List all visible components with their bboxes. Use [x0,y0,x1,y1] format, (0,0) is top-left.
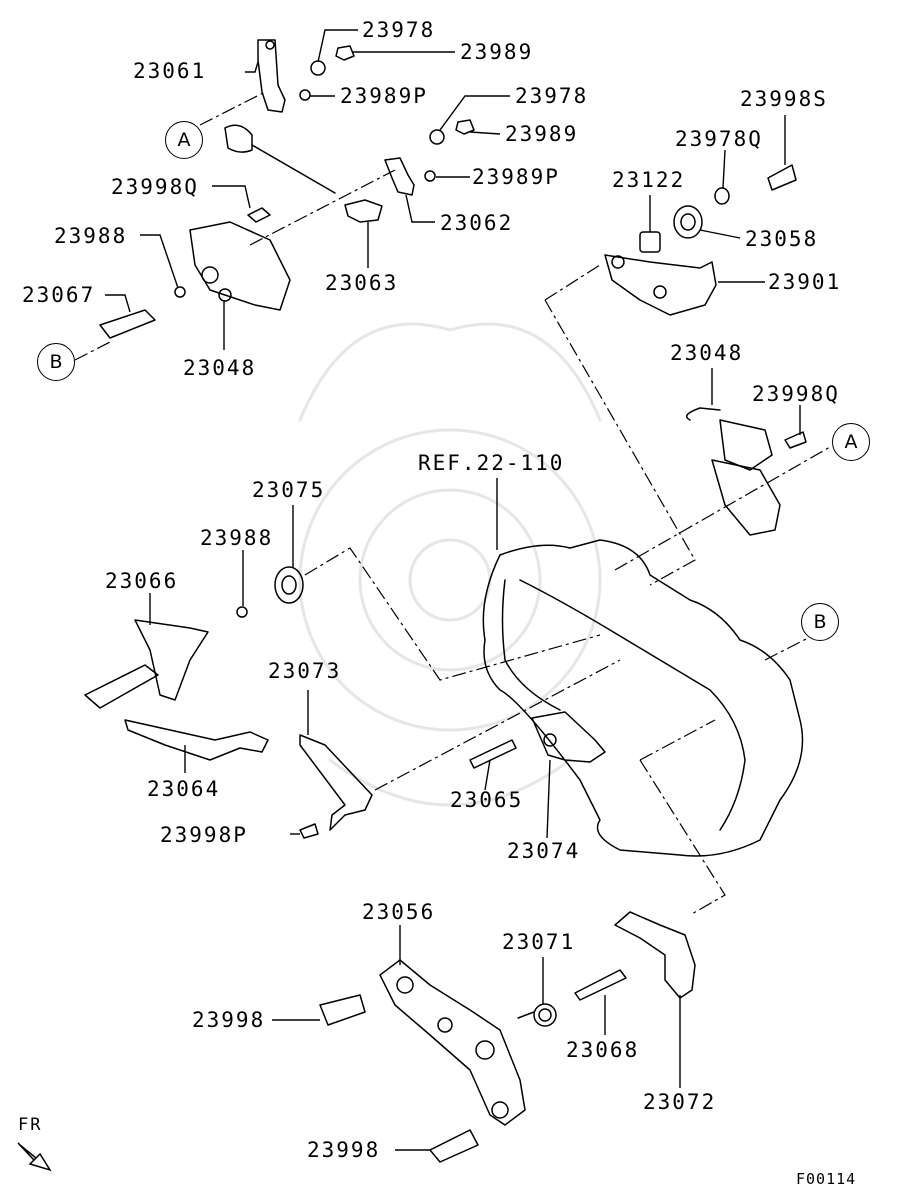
shift-cable-rod [224,124,336,194]
watermark-emblem [298,322,602,807]
label-23998-b: 23998 [307,1138,381,1162]
nut-23989-b [455,119,475,135]
label-ref: REF.22-110 [418,451,565,475]
label-23062: 23062 [440,211,514,235]
nut-23978-a [310,60,326,76]
bolt-23998S [767,164,797,191]
callout-a-left: A [165,121,203,159]
bracket-23061 [257,39,286,113]
label-23061: 23061 [133,59,207,83]
label-23988-a: 23988 [54,224,128,248]
front-arrow-icon [17,1142,52,1172]
plate-23073 [299,734,373,831]
callout-a-right: A [832,423,870,461]
washer-23988-a [174,286,186,298]
label-23066: 23066 [105,569,179,593]
transmission-case [482,539,804,857]
label-23989-a: 23989 [460,40,534,64]
bracket-23901 [604,254,717,316]
label-23048-a: 23048 [183,356,257,380]
bolt-23998Q-b [784,431,807,449]
lever-23062 [384,157,415,196]
spring-23071 [517,1003,557,1027]
rod-23064 [124,719,269,761]
seal-23075 [274,566,304,604]
nut-23989P-a [299,89,311,101]
label-23075: 23075 [252,478,326,502]
label-23068: 23068 [566,1038,640,1062]
label-23998-a: 23998 [192,1008,266,1032]
label-23998P: 23998P [160,823,248,847]
bolt-23998P [299,823,319,839]
joint-23063 [344,199,383,223]
bracket-23074 [531,711,606,763]
lever-23072 [614,911,696,999]
lever-23056 [379,959,526,1126]
label-23978-a: 23978 [362,18,436,42]
label-23978Q: 23978Q [675,127,763,151]
label-23989-b: 23989 [505,122,579,146]
label-23058: 23058 [745,227,819,251]
label-23067: 23067 [22,283,96,307]
label-figure-code: F00114 [796,1170,857,1188]
label-23048-b: 23048 [670,341,744,365]
bolt-23998-a [319,994,366,1026]
label-23998Q-b: 23998Q [752,382,840,406]
pin-23068 [574,969,627,1001]
label-23071: 23071 [502,930,576,954]
label-23901: 23901 [768,270,842,294]
sensor-23048-left [189,221,291,311]
pin-23065 [469,739,517,769]
callout-b-left: B [37,343,75,381]
label-23074: 23074 [507,839,581,863]
nut-23978-b [429,129,445,145]
label-23998S: 23998S [740,87,828,111]
label-23072: 23072 [643,1090,717,1114]
washer-23988-b [236,606,248,618]
label-23064: 23064 [147,777,221,801]
bolt-23998-b [429,1129,479,1163]
label-23989P-b: 23989P [472,165,560,189]
label-23056: 23056 [362,900,436,924]
callout-b-right: B [801,603,839,641]
label-23988-b: 23988 [200,526,274,550]
nut-23989P-b [424,170,436,182]
label-23063: 23063 [325,271,399,295]
label-fr: FR [18,1115,43,1135]
label-23978-b: 23978 [515,84,589,108]
bushing-23122 [639,231,661,253]
washer-23978Q [714,187,730,205]
label-23998Q-a: 23998Q [111,175,199,199]
bushing-23058 [673,205,703,239]
shaft-23066 [84,619,209,709]
fitting-23067 [99,309,156,339]
nut-23989-a [335,45,355,61]
label-23989P-a: 23989P [340,84,428,108]
label-23073: 23073 [268,659,342,683]
label-23065: 23065 [450,788,524,812]
sensor-23048-right [685,407,781,536]
label-23122: 23122 [612,168,686,192]
leader-lines [105,29,801,1151]
reference-lines [74,91,831,916]
bolt-23998Q-a [247,207,271,223]
